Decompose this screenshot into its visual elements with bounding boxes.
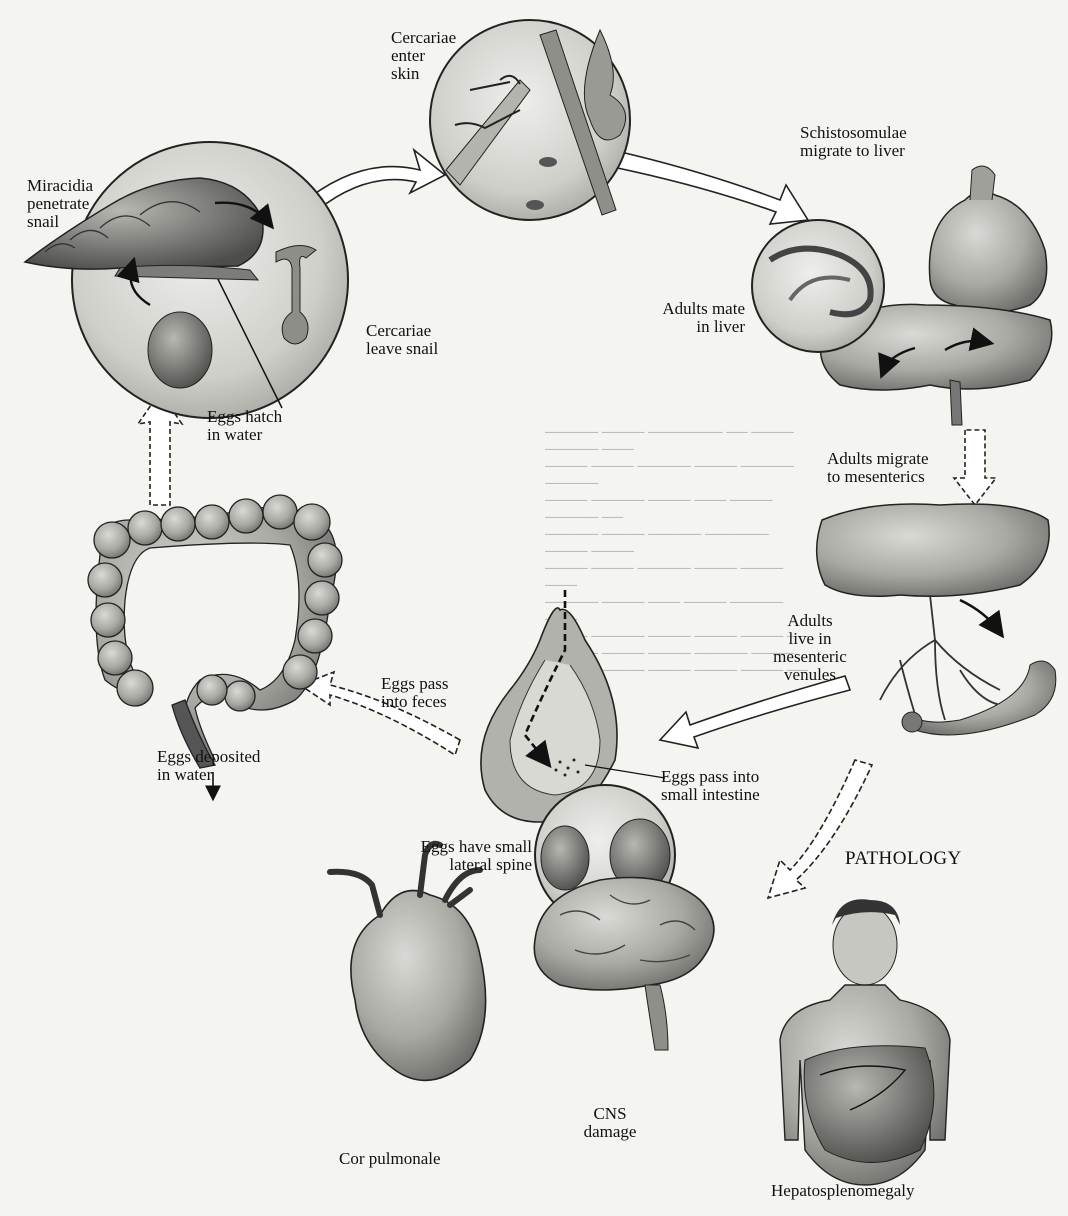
label-adults-live: Adults live in mesenteric venules [755,612,865,684]
adult-worms-lens [752,220,884,352]
label-eggs-hatch: Eggs hatch in water [207,408,327,444]
brain-icon [534,878,714,1051]
pathology-heading: PATHOLOGY [845,850,1005,868]
egg-icon [148,312,212,388]
label-eggs-feces: Eggs pass into feces [381,675,491,711]
heart-pathology-icon [330,844,486,1081]
patient-icon [780,899,950,1185]
label-eggs-deposited: Eggs deposited in water [157,748,317,784]
label-adults-mate: Adults mate in liver [620,300,745,336]
colon-icon [88,495,342,768]
arrow-skin-to-liver [608,150,808,224]
label-adults-migrate: Adults migrate to mesenterics [827,450,997,486]
label-miracidia: Miracidia penetrate snail [27,177,157,231]
label-eggs-intestine: Eggs pass into small intestine [661,768,821,804]
label-cns: CNS damage [570,1105,650,1141]
label-cor-pulmonale: Cor pulmonale [339,1150,489,1168]
label-cercariae-leave: Cercariae leave snail [366,322,496,358]
label-cercariae-enter: Cercariae enter skin [391,29,501,83]
heart-icon [929,166,1046,313]
arrow-to-small-intestine [660,676,850,748]
label-eggs-spine: Eggs have small lateral spine [362,838,532,874]
label-schistosomulae: Schistosomulae migrate to liver [800,124,990,160]
intestine-icon [481,590,665,822]
label-hepatosplenomegaly: Hepatosplenomegaly [771,1182,971,1200]
